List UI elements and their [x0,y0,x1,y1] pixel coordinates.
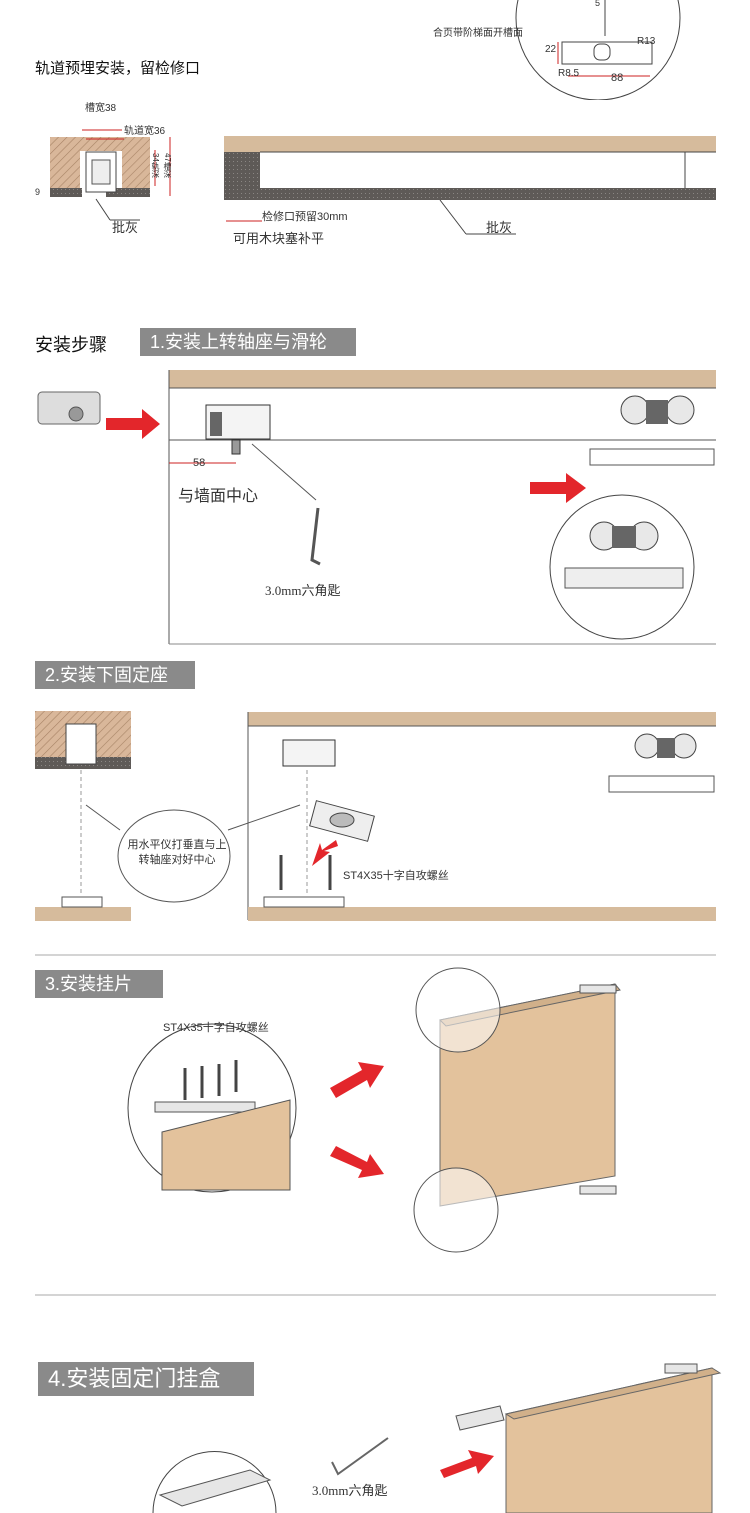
plaster-right-label: 批灰 [486,220,513,235]
step4-hex-key-label: 3.0mm六角匙 [312,1483,388,1498]
dim-9-label: 9 [35,187,41,197]
step3-drawing [35,967,716,1296]
hinge-detail-drawing [515,0,681,100]
dim-88: 88 [611,72,624,84]
dim-58-label: 58 [193,457,206,469]
track-depth-label: 34轨深 [151,153,160,178]
dim-r13: R13 [637,36,656,47]
step2-screw-label: ST4X35十字自攻螺丝 [343,870,449,882]
step3-screw-label: ST4X35十字自攻螺丝 [163,1022,269,1034]
alignment-note: 用水平仪打垂直与上转轴座对好中心 [127,839,227,866]
track-width-label: 轨道宽36 [124,126,166,137]
hex-key-label: 3.0mm六角匙 [265,583,341,598]
step4-banner: 4.安装固定门挂盒 [38,1362,254,1396]
section-heading-track: 轨道预埋安装，留检修口 [35,60,201,77]
plaster-left-label: 批灰 [112,220,139,235]
groove-width-label: 槽宽38 [85,103,117,114]
groove-depth-label: 47槽深 [163,153,172,178]
dim-5: 5 [595,0,601,8]
steps-heading: 安装步骤 [35,335,107,355]
step1-drawing [37,370,716,645]
wood-fill-label: 可用木块塞补平 [233,231,325,246]
reserve-label: 检修口预留30mm [262,211,348,223]
wall-center-label: 与墙面中心 [178,488,259,505]
step2-banner: 2.安装下固定座 [35,661,195,689]
track-section-drawing [50,129,716,235]
detail-caption: 合页带阶梯面开槽面 [433,28,523,39]
step1-banner: 1.安装上转轴座与滑轮 [140,328,356,356]
step2-drawing [35,711,716,956]
step3-banner: 3.安装挂片 [35,970,163,998]
dim-22: 22 [545,44,557,55]
dim-r8: R8.5 [558,68,580,79]
